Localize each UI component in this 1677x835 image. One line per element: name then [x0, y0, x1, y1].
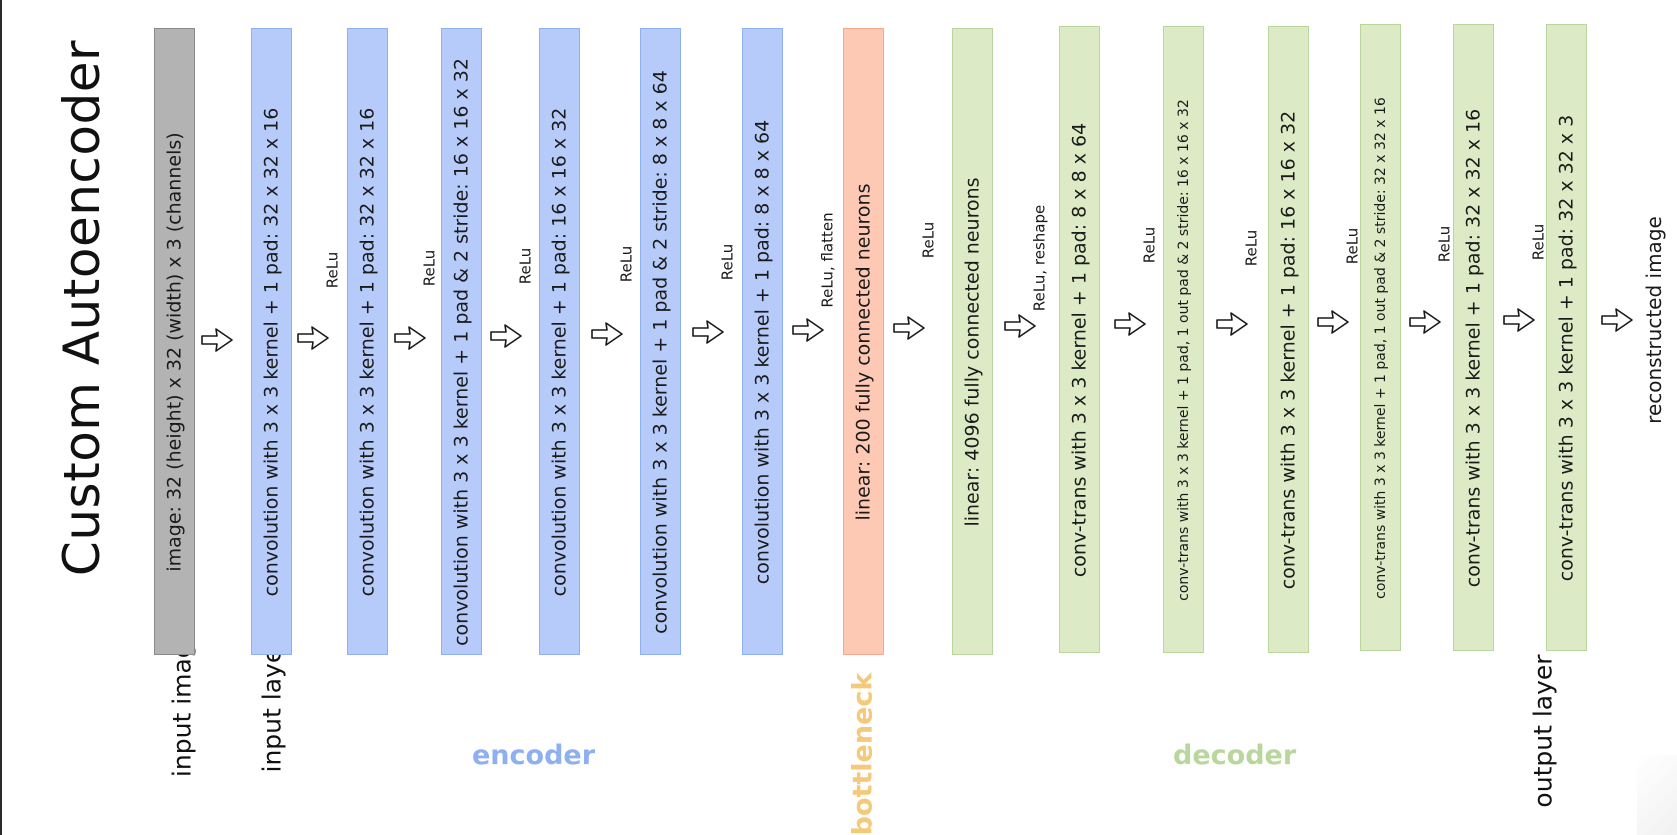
activation-label: ReLu	[1529, 223, 1548, 261]
encoder-layer-box	[251, 28, 292, 655]
bottleneck-layer-box	[843, 28, 884, 655]
layer-label: linear: 200 fully connected neurons	[852, 183, 874, 520]
hollow-arrow-right-icon	[295, 325, 331, 351]
layer-label: convolution with 3 x 3 kernel + 1 pad & …	[450, 57, 472, 646]
hollow-arrow-right-icon	[1407, 309, 1443, 335]
layer-label: conv-trans with 3 x 3 kernel + 1 pad: 8 …	[1068, 122, 1090, 577]
activation-label: ReLu	[919, 221, 938, 259]
decoder-layer-box	[1163, 26, 1204, 653]
activation-label: ReLu, flatten	[818, 212, 837, 308]
layer-label: conv-trans with 3 x 3 kernel + 1 pad, 1 …	[1175, 98, 1192, 601]
activation-label: ReLu	[1435, 225, 1454, 263]
input-layer-box	[154, 28, 195, 655]
layer-label: convolution with 3 x 3 kernel + 1 pad: 8…	[751, 119, 773, 584]
hollow-arrow-right-icon	[1002, 313, 1038, 339]
diagram-title: Custom Autoencoder	[53, 39, 111, 577]
layer-label: conv-trans with 3 x 3 kernel + 1 pad, 1 …	[1372, 96, 1389, 599]
label-encoder: encoder	[472, 740, 596, 771]
label-decoder: decoder	[1173, 740, 1297, 771]
decoder-layer-box	[1546, 24, 1587, 651]
hollow-arrow-right-icon	[1501, 307, 1537, 333]
hollow-arrow-right-icon	[790, 317, 826, 343]
activation-label: ReLu	[1343, 227, 1362, 265]
hollow-arrow-right-icon	[488, 323, 524, 349]
encoder-layer-box	[742, 28, 783, 655]
hollow-arrow-right-icon	[392, 325, 428, 351]
left-edge-rule	[0, 0, 2, 835]
hollow-arrow-right-icon	[1315, 309, 1351, 335]
decoder-layer-box	[1268, 26, 1309, 653]
hollow-arrow-right-icon	[1112, 311, 1148, 337]
layer-label: conv-trans with 3 x 3 kernel + 1 pad: 32…	[1555, 114, 1577, 581]
decoder-layer-box	[1453, 24, 1494, 651]
encoder-layer-box	[441, 28, 482, 655]
hollow-arrow-right-icon	[199, 327, 235, 353]
layer-label: convolution with 3 x 3 kernel + 1 pad: 3…	[356, 107, 378, 596]
activation-label: ReLu	[1140, 226, 1159, 264]
label-output-layer: output layer	[1528, 654, 1558, 808]
layer-label: convolution with 3 x 3 kernel + 1 pad: 3…	[260, 107, 282, 596]
encoder-layer-box	[347, 28, 388, 655]
hollow-arrow-right-icon	[1599, 307, 1635, 333]
hollow-arrow-right-icon	[1214, 311, 1250, 337]
encoder-layer-box	[539, 28, 580, 655]
layer-label: linear: 4096 fully connected neurons	[961, 176, 983, 527]
activation-label: ReLu	[617, 245, 636, 283]
layer-label: conv-trans with 3 x 3 kernel + 1 pad: 32…	[1462, 108, 1484, 587]
activation-label: ReLu	[420, 249, 439, 287]
activation-label: ReLu	[323, 251, 342, 289]
label-input-layer: input layer	[257, 637, 287, 773]
layer-label: image: 32 (height) x 32 (width) x 3 (cha…	[163, 131, 185, 572]
layer-label: conv-trans with 3 x 3 kernel + 1 pad: 16…	[1277, 110, 1299, 589]
hollow-arrow-right-icon	[891, 315, 927, 341]
decoder-layer-box	[1360, 24, 1401, 651]
hollow-arrow-right-icon	[690, 319, 726, 345]
corner-shade	[1637, 755, 1677, 835]
activation-label: ReLu, reshape	[1030, 204, 1049, 312]
activation-label: ReLu	[1242, 229, 1261, 267]
output-description: reconstructed image	[1642, 216, 1666, 424]
encoder-layer-box	[640, 28, 681, 655]
decoder-layer-box	[1059, 26, 1100, 653]
label-bottleneck: bottleneck	[847, 672, 879, 835]
decoder-layer-box	[952, 28, 993, 655]
activation-label: ReLu	[718, 243, 737, 281]
layer-label: convolution with 3 x 3 kernel + 1 pad: 1…	[548, 107, 570, 596]
activation-label: ReLu	[516, 247, 535, 285]
layer-label: convolution with 3 x 3 kernel + 1 pad & …	[649, 69, 671, 634]
hollow-arrow-right-icon	[589, 321, 625, 347]
